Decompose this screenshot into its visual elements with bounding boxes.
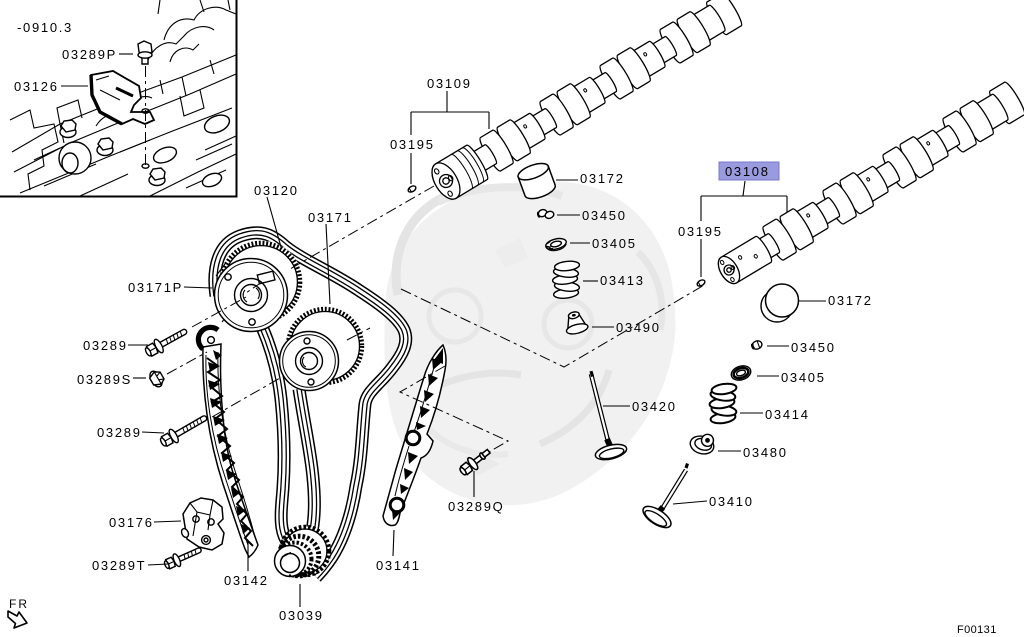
svg-text:03410: 03410 [709, 494, 754, 509]
svg-text:03120: 03120 [254, 183, 299, 198]
svg-text:03450: 03450 [791, 340, 836, 355]
svg-text:03405: 03405 [781, 370, 826, 385]
svg-text:03176: 03176 [109, 515, 154, 530]
svg-text:03109: 03109 [427, 76, 472, 91]
svg-text:03405: 03405 [592, 236, 637, 251]
svg-text:03171: 03171 [308, 210, 353, 225]
svg-text:03289Q: 03289Q [448, 499, 504, 514]
svg-text:03126: 03126 [14, 79, 59, 94]
svg-text:03413: 03413 [600, 273, 645, 288]
svg-text:FR: FR [9, 597, 29, 611]
svg-text:03480: 03480 [743, 445, 788, 460]
svg-text:03108: 03108 [725, 164, 770, 179]
svg-text:03171P: 03171P [128, 280, 183, 295]
svg-text:03039: 03039 [279, 608, 324, 623]
svg-text:F00131: F00131 [957, 624, 997, 636]
svg-text:-0910.3: -0910.3 [17, 20, 73, 35]
svg-text:03195: 03195 [390, 137, 435, 152]
svg-text:03141: 03141 [376, 558, 421, 573]
svg-text:03289: 03289 [83, 338, 128, 353]
svg-text:03195: 03195 [678, 224, 723, 239]
svg-text:03289S: 03289S [77, 372, 132, 387]
svg-text:03172: 03172 [828, 293, 873, 308]
svg-text:03490: 03490 [616, 320, 661, 335]
svg-text:03142: 03142 [224, 573, 269, 588]
svg-text:03450: 03450 [582, 208, 627, 223]
svg-text:03289: 03289 [97, 425, 142, 440]
svg-text:03289T: 03289T [92, 558, 146, 573]
svg-text:03420: 03420 [632, 399, 677, 414]
svg-text:03172: 03172 [580, 171, 625, 186]
svg-text:03289P: 03289P [62, 47, 117, 62]
svg-text:03414: 03414 [765, 407, 810, 422]
